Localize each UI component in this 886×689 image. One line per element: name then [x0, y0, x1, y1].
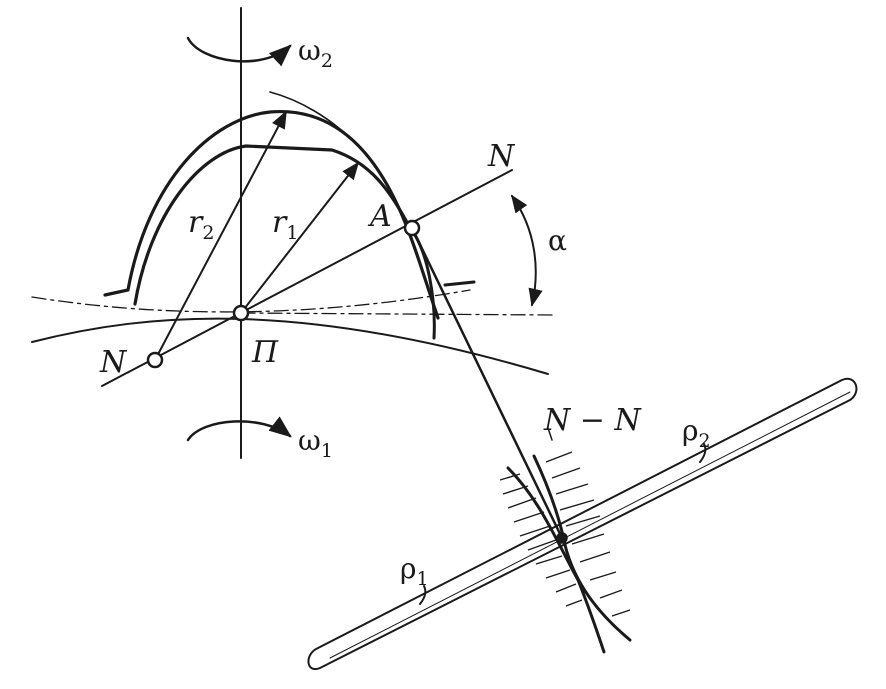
horizontal-reference-line — [240, 312, 556, 316]
outer-tooth-profile — [103, 109, 440, 320]
pitch-circle-arc — [31, 289, 471, 313]
alpha-angle-arc — [510, 194, 543, 307]
lower-n-point-marker — [146, 351, 164, 369]
r2-label: r2 — [188, 205, 214, 244]
line-of-action — [101, 169, 513, 387]
rho2-label: ρ2 — [682, 414, 711, 452]
n-upper-label: N — [487, 139, 516, 174]
inner-tooth-profile — [133, 144, 412, 306]
hatching-right — [545, 451, 631, 617]
omega1-label: ω1 — [298, 424, 333, 462]
rho1-brace — [419, 585, 427, 605]
rho2-brace — [699, 443, 707, 463]
contact-point-marker — [556, 532, 568, 544]
section-cylinder-outline — [307, 377, 858, 671]
point-A-marker — [403, 219, 421, 237]
n-lower-label: N — [99, 345, 128, 380]
tip-circle-arc — [269, 91, 353, 141]
section-cylinder-centerline — [329, 391, 851, 659]
omega2-rotation-arrow — [186, 36, 292, 67]
point-A-label: A — [367, 199, 392, 234]
alpha-label: α — [548, 224, 567, 257]
rho1-label: ρ1 — [400, 552, 429, 590]
omega1-rotation-arrow — [186, 416, 292, 442]
normal-to-contact-line — [410, 226, 564, 540]
omega2-label: ω2 — [298, 34, 333, 72]
section-label: N − N — [543, 403, 642, 438]
radius-r1-arrow — [240, 161, 360, 314]
tooth-root-stub — [443, 280, 476, 287]
radius-r2-arrow — [154, 110, 287, 361]
flank-curve-right — [532, 454, 632, 642]
section-tick — [547, 427, 553, 441]
r1-label: r1 — [272, 205, 298, 244]
pitch-point-label: П — [251, 335, 279, 370]
hatching-left — [499, 473, 583, 607]
pitch-point-marker — [232, 304, 250, 322]
